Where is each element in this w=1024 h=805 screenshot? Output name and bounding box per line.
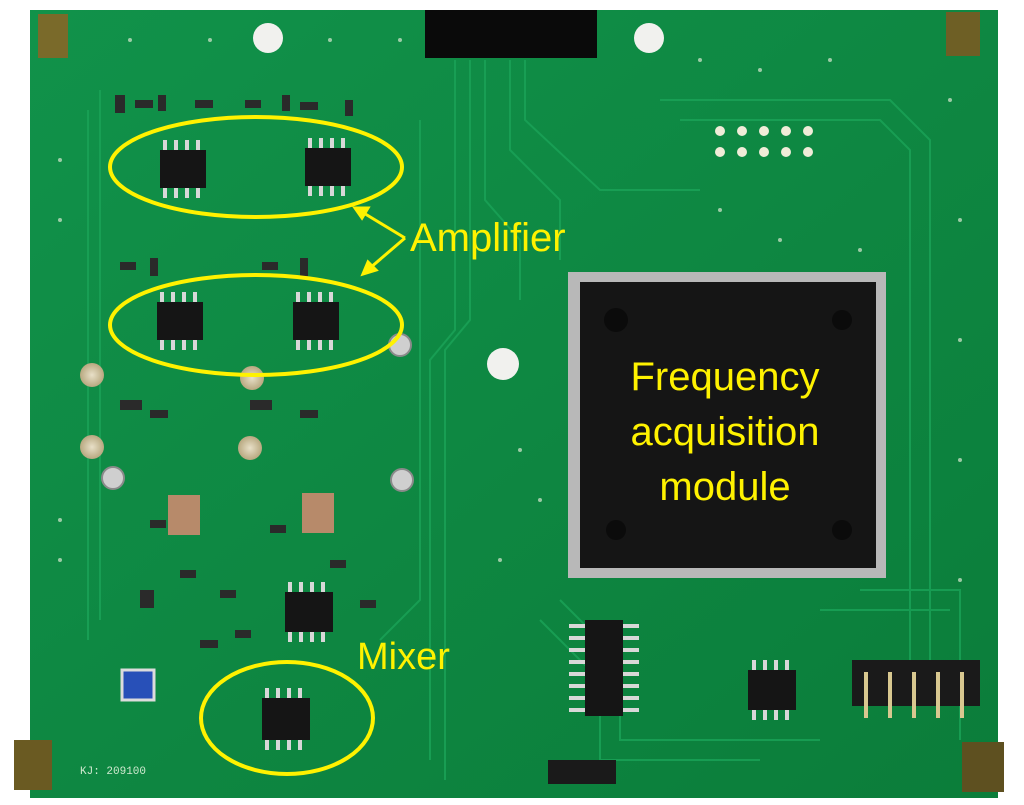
mounting-hole <box>487 348 519 380</box>
bottom-chip-16 <box>569 620 639 716</box>
standoff <box>962 742 1004 792</box>
standoff <box>14 740 52 790</box>
amplifier-ellipse-top <box>108 115 404 219</box>
bottom-chip-8 <box>748 660 796 720</box>
mixer-chip <box>262 688 310 750</box>
standoff <box>946 12 980 56</box>
top-connector <box>425 10 597 58</box>
amplifier-chips <box>157 138 351 350</box>
annotation-ellipses <box>108 115 404 776</box>
frequency-label-line-3: module <box>659 465 791 509</box>
screws <box>101 333 414 492</box>
middle-chip <box>285 582 333 642</box>
amplifier-arrows <box>352 206 406 277</box>
amplifier-ellipse-bottom <box>108 273 404 377</box>
transformer <box>302 493 334 533</box>
pin-header-top <box>715 126 813 157</box>
board-silkscreen-id: KJ: 209100 <box>80 766 147 778</box>
frequency-acquisition-chip <box>568 272 886 578</box>
passive-components <box>115 95 376 648</box>
mixer-label: Mixer <box>357 636 450 678</box>
mounting-hole <box>253 23 283 53</box>
frequency-label-line-1: Frequency <box>630 355 820 399</box>
amplifier-label: Amplifier <box>410 216 566 260</box>
blue-switch <box>120 668 156 702</box>
vias <box>58 38 962 582</box>
pin-header-bottom <box>548 760 616 784</box>
frequency-label-line-2: acquisition <box>630 410 820 454</box>
standoff <box>38 14 68 58</box>
rf-connectors <box>80 363 264 460</box>
mounting-hole <box>634 23 664 53</box>
pin-header-right <box>852 660 980 718</box>
frequency-module-label: Frequency acquisition module <box>590 350 860 515</box>
transformer <box>168 495 200 535</box>
mixer-ellipse <box>199 660 375 776</box>
